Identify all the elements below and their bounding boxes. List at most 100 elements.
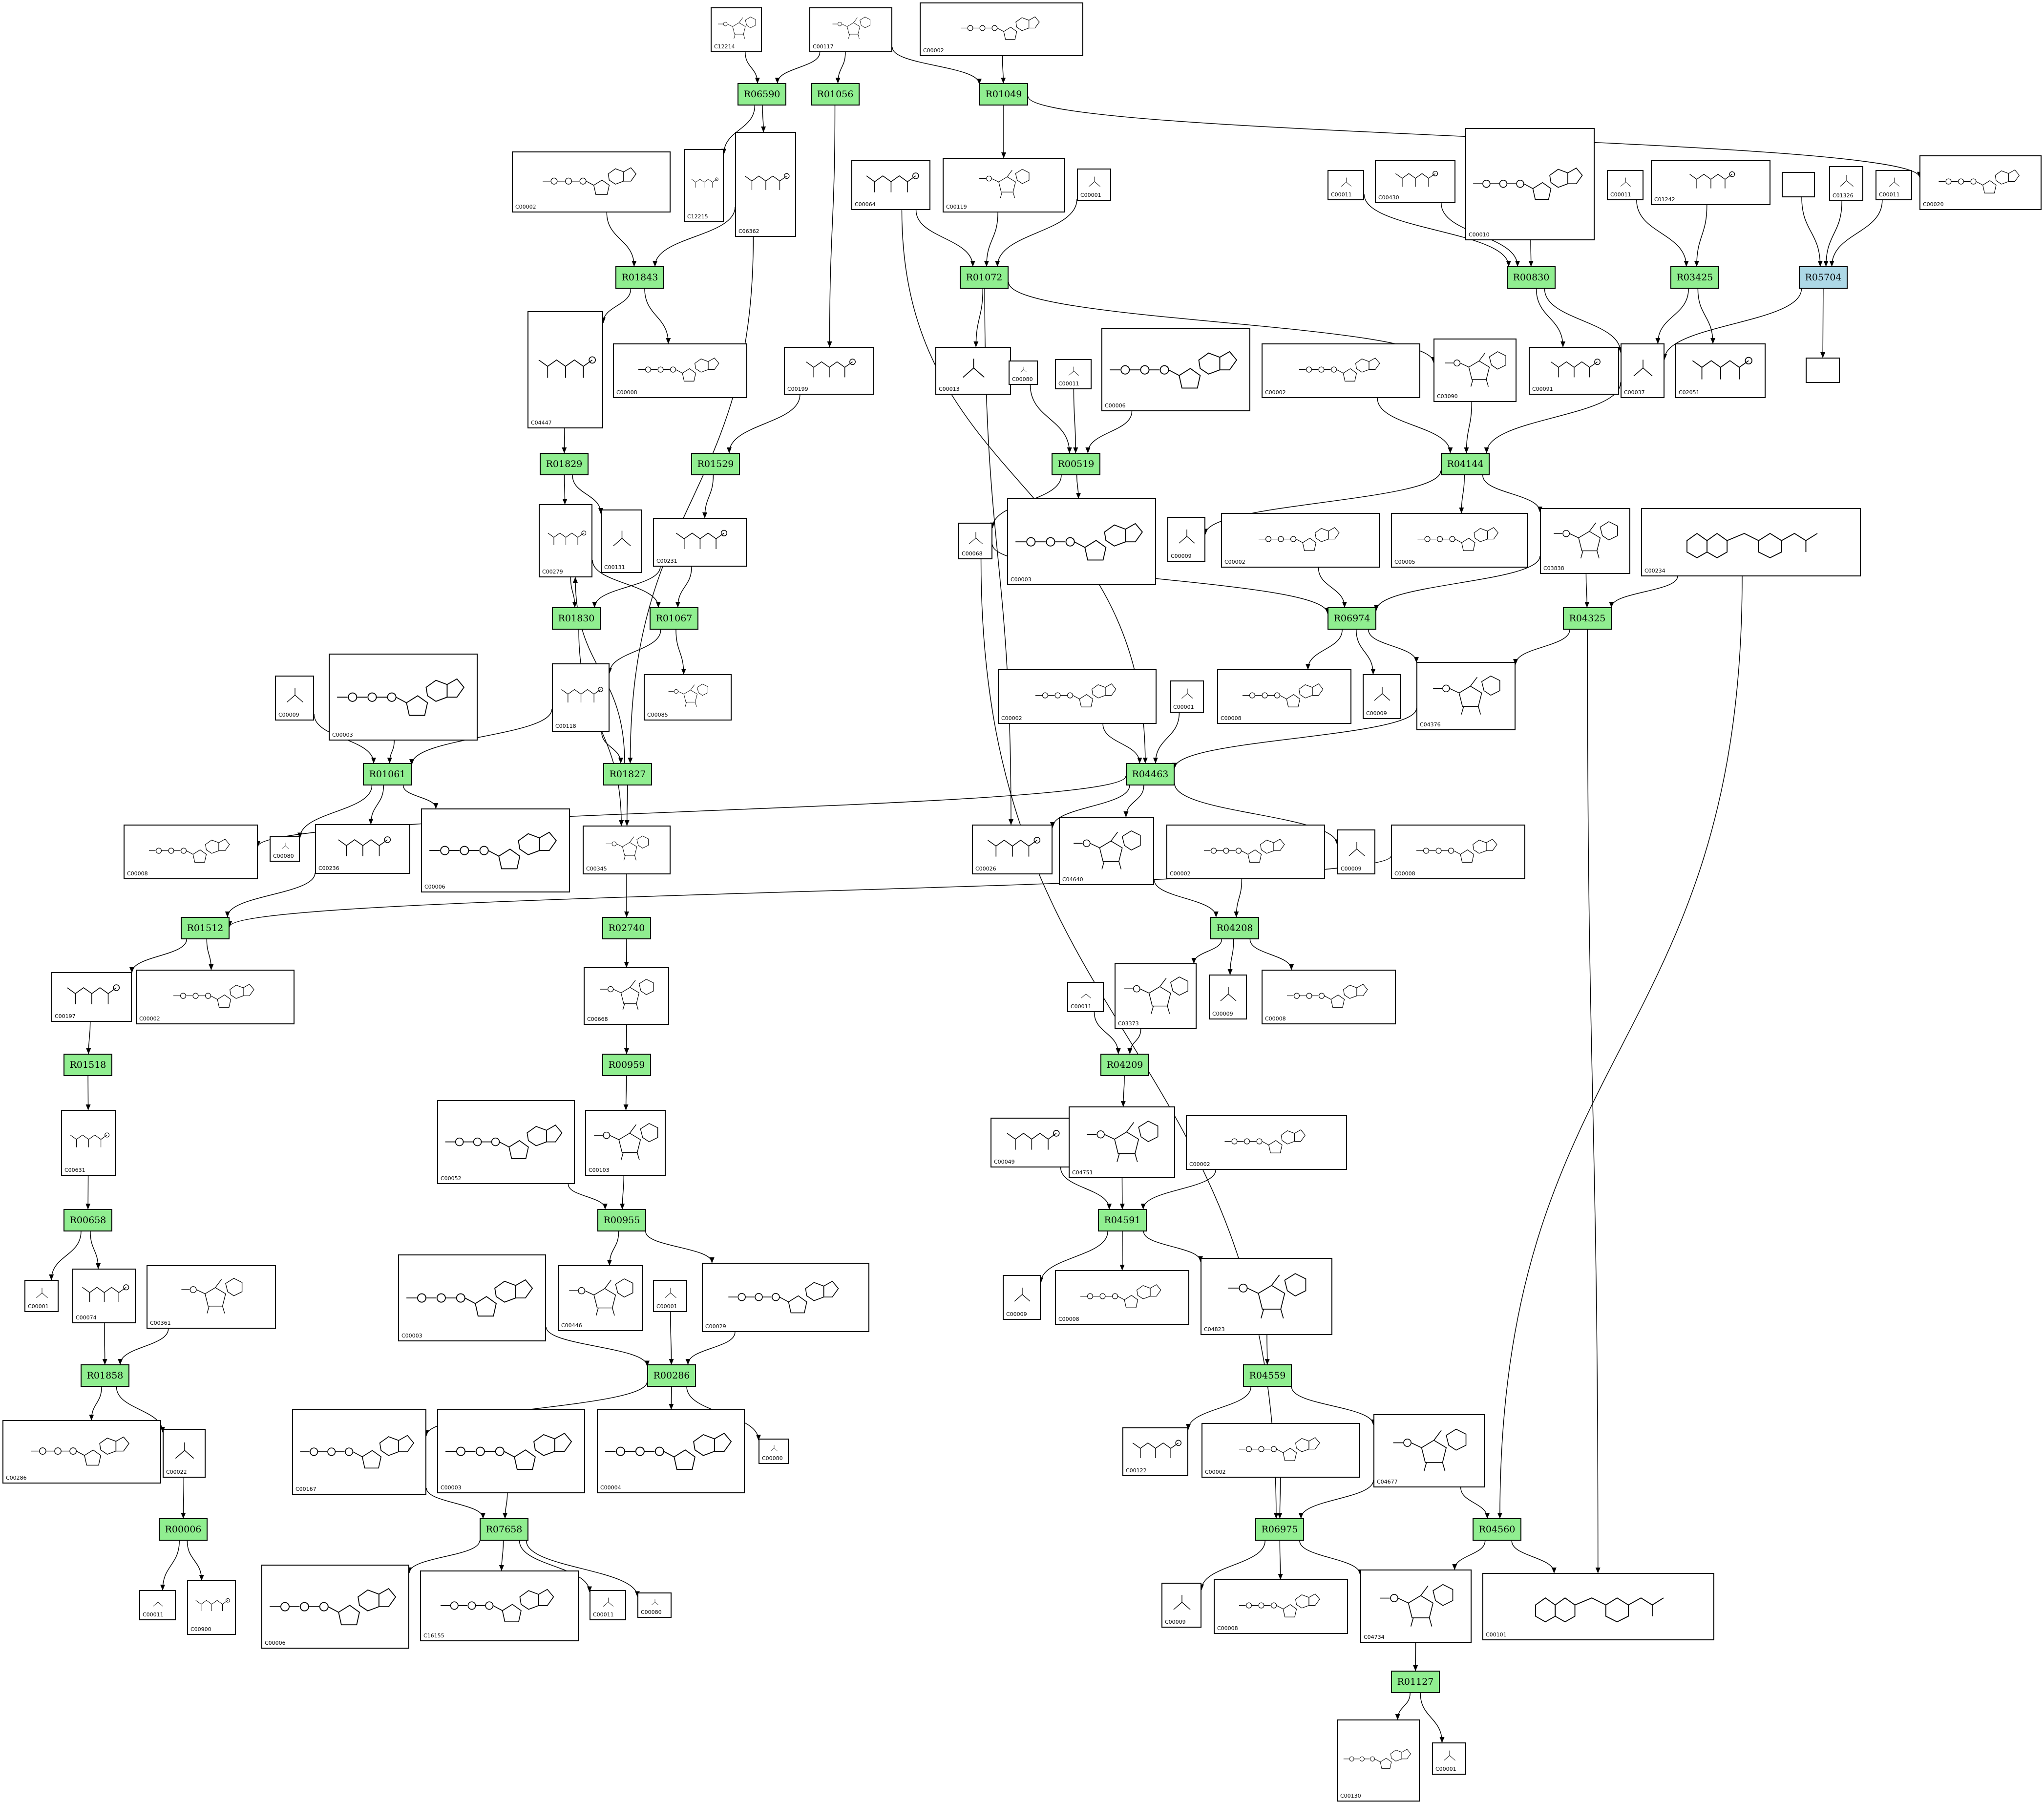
reaction-node[interactable]: R04560 xyxy=(1473,1518,1521,1541)
compound-box[interactable]: C00008 xyxy=(1214,1579,1348,1634)
compound-box[interactable]: C00002 xyxy=(1221,513,1380,568)
compound-box[interactable]: C00085 xyxy=(644,674,732,721)
compound-box[interactable]: C00037 xyxy=(1621,343,1665,398)
compound-box[interactable]: C00103 xyxy=(585,1110,666,1176)
compound-box[interactable]: C12215 xyxy=(684,149,724,222)
compound-box[interactable]: C04677 xyxy=(1373,1414,1485,1487)
compound-box[interactable]: C00002 xyxy=(1166,825,1325,879)
reaction-node[interactable]: R01518 xyxy=(63,1054,112,1076)
reaction-node[interactable]: R01827 xyxy=(603,763,652,785)
reaction-node[interactable]: R01858 xyxy=(81,1364,129,1387)
reaction-node[interactable]: R00006 xyxy=(159,1518,208,1541)
compound-box[interactable]: C00009 xyxy=(1363,674,1401,719)
reaction-node[interactable]: R00959 xyxy=(602,1054,651,1076)
reaction-node[interactable]: R01512 xyxy=(181,917,230,939)
compound-box[interactable]: C00009 xyxy=(1167,517,1205,562)
compound-box[interactable]: C00003 xyxy=(437,1409,585,1493)
compound-box[interactable]: C00361 xyxy=(147,1265,276,1329)
reaction-node[interactable]: R04208 xyxy=(1210,917,1259,939)
compound-box[interactable]: C00008 xyxy=(1055,1270,1189,1325)
reaction-node[interactable]: R07658 xyxy=(480,1518,528,1541)
reaction-node[interactable]: R01072 xyxy=(960,266,1009,289)
compound-box[interactable]: C00002 xyxy=(512,151,671,212)
reaction-node[interactable]: R04591 xyxy=(1098,1209,1147,1231)
compound-box[interactable]: C00005 xyxy=(1391,513,1528,568)
compound-box[interactable]: C00234 xyxy=(1641,508,1861,576)
compound-box[interactable]: C04376 xyxy=(1416,662,1516,730)
reaction-node[interactable]: R04559 xyxy=(1243,1364,1292,1387)
compound-box[interactable] xyxy=(1782,172,1815,197)
compound-box[interactable]: C00011 xyxy=(1328,170,1364,200)
compound-box[interactable]: C00080 xyxy=(270,836,300,862)
compound-box[interactable]: C00008 xyxy=(1391,825,1525,879)
compound-box[interactable]: C00009 xyxy=(1209,975,1247,1019)
compound-box[interactable]: C00001 xyxy=(1170,680,1204,713)
compound-box[interactable]: C00002 xyxy=(920,2,1083,56)
compound-box[interactable]: C03090 xyxy=(1433,339,1517,402)
compound-box[interactable]: C00122 xyxy=(1122,1427,1188,1476)
compound-box[interactable]: C00011 xyxy=(590,1590,626,1620)
compound-box[interactable]: C00279 xyxy=(539,504,592,577)
compound-box[interactable]: C00011 xyxy=(1067,982,1104,1012)
compound-box[interactable]: C00003 xyxy=(398,1254,546,1341)
compound-box[interactable]: C00006 xyxy=(1101,328,1250,411)
compound-box[interactable]: C00080 xyxy=(637,1592,672,1618)
compound-box[interactable]: C04823 xyxy=(1201,1258,1332,1335)
reaction-node[interactable]: R05704 xyxy=(1799,266,1848,289)
compound-box[interactable]: C00009 xyxy=(1161,1583,1201,1628)
compound-box[interactable]: C00003 xyxy=(329,654,478,741)
compound-box[interactable]: C00008 xyxy=(124,825,258,879)
reaction-node[interactable]: R01830 xyxy=(552,607,601,630)
reaction-node[interactable]: R01829 xyxy=(540,453,589,475)
compound-box[interactable]: C00446 xyxy=(558,1265,643,1331)
compound-box[interactable]: C00631 xyxy=(61,1110,116,1176)
compound-box[interactable]: C12214 xyxy=(711,7,762,52)
reaction-node[interactable]: R03425 xyxy=(1670,266,1719,289)
reaction-node[interactable]: R00830 xyxy=(1507,266,1556,289)
reaction-node[interactable]: R00519 xyxy=(1052,453,1100,475)
compound-box[interactable]: C04751 xyxy=(1069,1106,1175,1178)
compound-box[interactable]: C04734 xyxy=(1360,1570,1472,1643)
compound-box[interactable]: C00009 xyxy=(1337,829,1375,874)
compound-box[interactable]: C00068 xyxy=(958,523,992,559)
compound-box[interactable]: C00199 xyxy=(784,347,874,395)
reaction-node[interactable]: R04144 xyxy=(1441,453,1490,475)
compound-box[interactable]: C00074 xyxy=(72,1269,136,1323)
compound-box[interactable]: C00001 xyxy=(24,1280,59,1312)
compound-box[interactable]: C04447 xyxy=(527,311,603,428)
reaction-node[interactable]: R02740 xyxy=(602,917,651,939)
compound-box[interactable]: C00167 xyxy=(292,1409,426,1495)
compound-box[interactable]: C00236 xyxy=(315,824,410,874)
compound-box[interactable]: C16155 xyxy=(420,1570,579,1641)
compound-box[interactable]: C00002 xyxy=(1262,343,1420,398)
reaction-node[interactable]: R01843 xyxy=(615,266,664,289)
compound-box[interactable]: C00197 xyxy=(51,972,132,1022)
reaction-node[interactable]: R04463 xyxy=(1126,763,1175,785)
compound-box[interactable]: C00001 xyxy=(1432,1742,1466,1775)
compound-box[interactable]: C00001 xyxy=(653,1280,687,1312)
compound-box[interactable]: C03373 xyxy=(1115,963,1197,1029)
compound-box[interactable]: C00080 xyxy=(759,1439,789,1464)
compound-box[interactable]: C00049 xyxy=(990,1118,1073,1167)
compound-box[interactable]: C00008 xyxy=(1217,669,1351,724)
reaction-node[interactable]: R04325 xyxy=(1563,607,1612,630)
compound-box[interactable]: C00011 xyxy=(1875,170,1912,200)
reaction-node[interactable]: R00658 xyxy=(63,1209,112,1231)
compound-box[interactable]: C00101 xyxy=(1482,1573,1714,1640)
compound-box[interactable]: C00900 xyxy=(187,1580,236,1635)
compound-box[interactable]: C00013 xyxy=(935,347,1011,395)
reaction-node[interactable]: R01056 xyxy=(811,83,860,106)
compound-box[interactable]: C00430 xyxy=(1375,160,1455,203)
compound-box[interactable]: C00002 xyxy=(1186,1115,1347,1170)
compound-box[interactable]: C00001 xyxy=(1077,169,1111,201)
reaction-node[interactable]: R06974 xyxy=(1328,607,1376,630)
compound-box[interactable]: C00008 xyxy=(613,343,747,398)
compound-box[interactable]: C01242 xyxy=(1651,160,1770,205)
reaction-node[interactable]: R06590 xyxy=(738,83,786,106)
compound-box[interactable]: C00010 xyxy=(1465,128,1595,240)
compound-box[interactable]: C00668 xyxy=(584,967,669,1025)
compound-box[interactable]: C00117 xyxy=(809,7,892,52)
compound-box[interactable]: C00011 xyxy=(1055,359,1092,389)
compound-box[interactable]: C02051 xyxy=(1675,343,1766,398)
reaction-node[interactable]: R04209 xyxy=(1100,1054,1149,1076)
